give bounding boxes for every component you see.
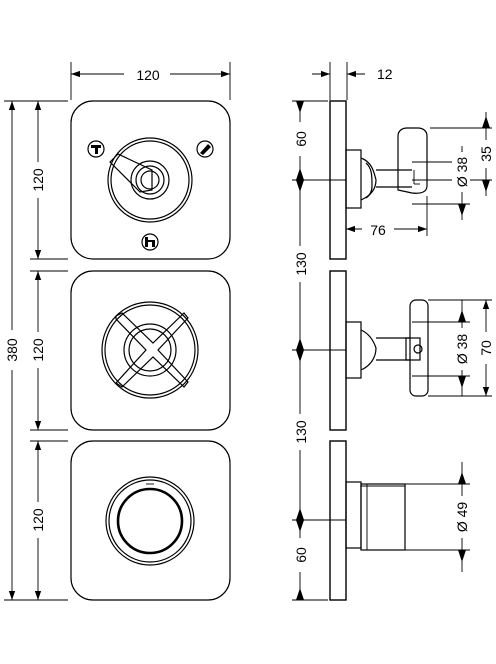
plate-depth-dimension: 12 xyxy=(312,62,393,100)
middle-right-dimensions: Ø 38 70 xyxy=(412,299,494,397)
thermostat-side-profile xyxy=(345,481,406,551)
bottom-right-dimensions: Ø 49 xyxy=(405,462,470,572)
diverter-side-profile xyxy=(345,127,428,209)
panel-height-label-1: 120 xyxy=(30,168,46,192)
upper-spacing-label: 130 xyxy=(293,252,309,276)
panel-height-label-2: 120 xyxy=(30,338,46,362)
diverter-diameter-label: Ø 38 xyxy=(454,157,470,188)
side-plate-middle xyxy=(329,270,347,431)
hand-shower-icon xyxy=(196,140,214,158)
lower-spacing-label: 130 xyxy=(293,420,309,444)
overall-height-label: 380 xyxy=(4,338,20,362)
panel-width-label: 120 xyxy=(136,67,160,83)
overall-height-dimension: 380 xyxy=(3,100,68,601)
panel-height-dimensions: 120 120 120 xyxy=(29,101,68,600)
cross-handle-side-profile xyxy=(345,299,429,397)
side-left-dimensions: 60 130 130 60 xyxy=(292,100,346,601)
overhead-shower-icon xyxy=(87,140,105,158)
cross-handle-height-label: 70 xyxy=(478,340,494,356)
lever-height-label: 35 xyxy=(478,146,494,162)
lever-projection-dimension: 76 xyxy=(346,196,428,239)
plate-depth-label: 12 xyxy=(377,66,393,82)
thermostat-diameter-label: Ø 49 xyxy=(454,502,470,533)
top-offset-label: 60 xyxy=(293,131,309,147)
cross-handle xyxy=(101,301,199,399)
side-view: 12 xyxy=(292,62,494,601)
side-plate-bottom xyxy=(329,440,347,601)
panel-height-label-3: 120 xyxy=(30,508,46,532)
panel-shutoff-valve xyxy=(70,270,231,431)
top-right-dimensions: 35 Ø 38 xyxy=(412,112,494,220)
lever-projection-label: 76 xyxy=(370,222,386,238)
bath-spout-icon xyxy=(141,233,159,251)
panel-width-dimension: 120 xyxy=(70,62,231,100)
panel-thermostat xyxy=(70,440,231,601)
valve-diameter-label: Ø 38 xyxy=(454,334,470,365)
panel-diverter xyxy=(70,100,231,260)
front-view: 120 xyxy=(3,62,231,601)
thermostat-knob xyxy=(105,476,195,566)
diverter-handle xyxy=(107,137,193,223)
bottom-offset-label: 60 xyxy=(293,547,309,563)
